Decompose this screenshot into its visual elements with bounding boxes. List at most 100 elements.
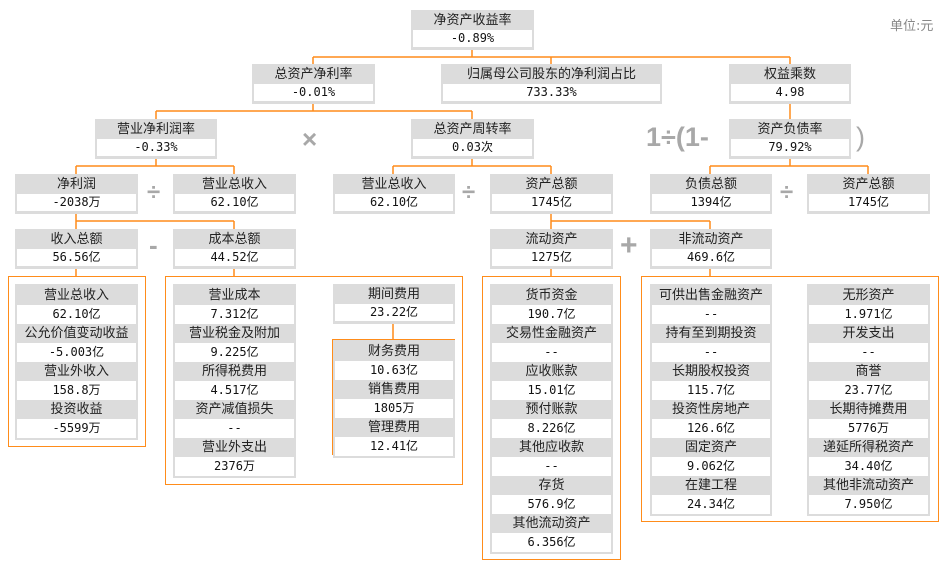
node-noncurrent-assets[interactable]: 非流动资产 469.6亿 [650,229,772,269]
node-value: 79.92% [731,139,849,156]
item-label: 营业总收入 [43,288,109,303]
node-label: 总资产净利率 [274,67,353,82]
item-value: 158.8万 [17,381,136,400]
node-revenue-a[interactable]: 营业总收入 62.10亿 [173,174,296,214]
item-label: 开发支出 [842,326,895,341]
item-label: 持有至到期投资 [665,326,757,341]
item-value: 7.312亿 [175,305,294,324]
node-label: 营业总收入 [201,177,267,192]
item-value: 23.77亿 [809,381,928,400]
item-value: -5.003亿 [17,343,136,362]
node-value: 0.03次 [413,139,532,156]
node-value: 469.6亿 [652,249,770,266]
item-label: 可供出售金融资产 [658,288,763,303]
node-debt-ratio[interactable]: 资产负债率 79.92% [729,119,851,159]
one-divide-operator: 1÷(1- [646,122,709,152]
node-total-assets-a[interactable]: 资产总额 1745亿 [490,174,613,214]
divide-operator: ÷ [462,179,476,206]
node-asset-turnover[interactable]: 总资产周转率 0.03次 [411,119,534,159]
item-value: -5599万 [17,419,136,438]
node-value: -2038万 [17,194,136,211]
item-value: -- [492,343,611,362]
node-equity-multiplier[interactable]: 权益乘数 4.98 [729,64,851,104]
node-label: 收入总额 [50,232,103,247]
item-label: 存货 [538,478,565,493]
item-label: 递延所得税资产 [822,440,914,455]
node-label: 净利润 [56,177,96,192]
node-roa[interactable]: 总资产净利率 -0.01% [252,64,375,104]
item-label: 货币资金 [525,288,578,303]
item-label: 应收账款 [525,364,578,379]
node-label: 资产总额 [525,177,578,192]
item-value: 24.34亿 [652,495,770,514]
node-label: 归属母公司股东的净利润占比 [466,67,636,82]
item-value: 10.63亿 [335,361,453,380]
item-label: 营业税金及附加 [188,326,280,341]
item-label: 财务费用 [367,344,420,359]
current-assets-group [482,276,621,560]
node-value: 1745亿 [492,194,611,211]
item-value: 1.971亿 [809,305,928,324]
item-label: 商誉 [855,364,882,379]
item-label: 无形资产 [842,288,895,303]
node-label: 营业净利润率 [116,122,195,137]
close-paren-operator: ) [856,122,865,152]
node-label: 总资产周转率 [433,122,512,137]
plus-operator: + [620,229,638,262]
node-value: 62.10亿 [335,194,453,211]
node-label: 流动资产 [525,232,578,247]
item-label: 其他应收款 [518,440,584,455]
item-value: 1805万 [335,399,453,418]
node-total-income[interactable]: 收入总额 56.56亿 [15,229,138,269]
item-label: 固定资产 [684,440,737,455]
item-value: 12.41亿 [335,437,453,456]
node-label: 资产负债率 [757,122,823,137]
item-label: 长期待摊费用 [829,402,908,417]
item-value: -- [492,457,611,476]
node-value: 4.98 [731,84,849,101]
node-value: 62.10亿 [175,194,294,211]
item-value: -- [175,419,294,438]
node-value: -0.01% [254,84,373,101]
item-value: 9.062亿 [652,457,770,476]
node-parent-ratio[interactable]: 归属母公司股东的净利润占比 733.33% [441,64,662,104]
node-value: 56.56亿 [17,249,136,266]
multiply-operator: × [302,124,318,154]
node-label: 权益乘数 [763,67,816,82]
item-label: 其他非流动资产 [822,478,914,493]
minus-operator: - [149,230,158,260]
node-value: 23.22亿 [335,304,453,321]
item-label: 长期股权投资 [671,364,750,379]
node-net-profit[interactable]: 净利润 -2038万 [15,174,138,214]
node-value: 733.33% [443,84,660,101]
node-label: 非流动资产 [678,232,744,247]
node-label: 成本总额 [208,232,261,247]
item-label: 所得税费用 [201,364,267,379]
node-label: 净资产收益率 [433,13,512,28]
item-label: 资产减值损失 [195,402,274,417]
node-label: 期间费用 [367,287,420,302]
item-label: 投资收益 [50,402,103,417]
item-label: 公允价值变动收益 [24,326,129,341]
item-value: -- [652,305,770,324]
node-period-expense[interactable]: 期间费用 23.22亿 [333,284,455,324]
item-value: 6.356亿 [492,533,611,552]
item-value: 5776万 [809,419,928,438]
node-net-margin[interactable]: 营业净利润率-0.33% [95,119,217,159]
item-label: 投资性房地产 [671,402,750,417]
item-label: 交易性金融资产 [505,326,597,341]
item-label: 营业外收入 [43,364,109,379]
divide-operator: ÷ [147,179,161,206]
item-label: 其他流动资产 [512,516,591,531]
node-roe[interactable]: 净资产收益率-0.89% [411,10,534,50]
